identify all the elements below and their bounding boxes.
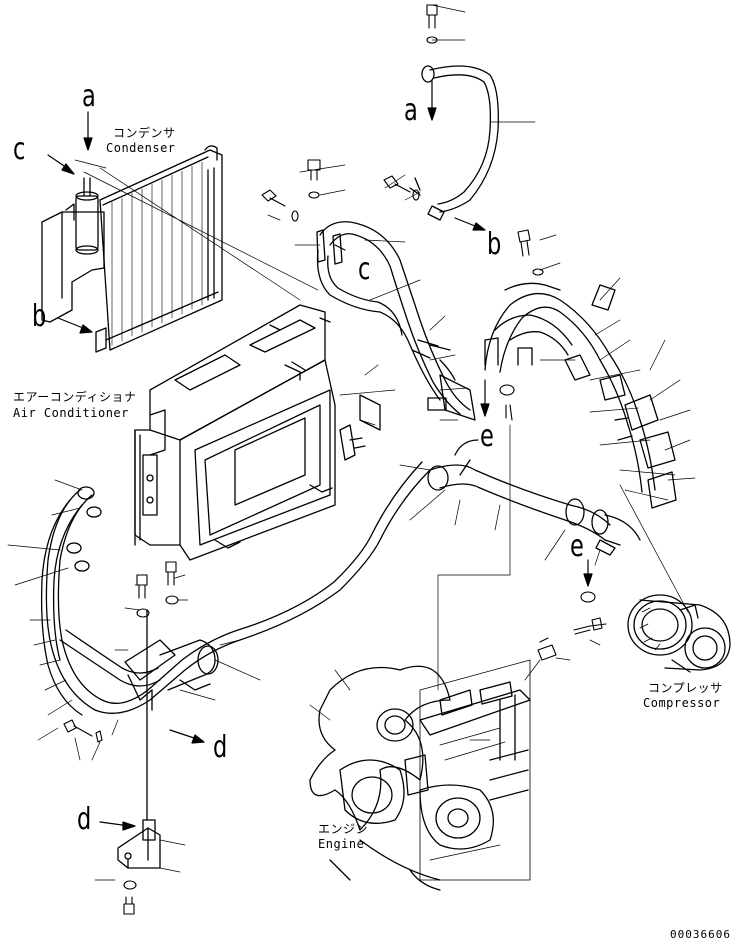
ref-letter-c: c — [358, 252, 371, 287]
engine-label-ja: エンジン — [318, 822, 369, 836]
ref-letter-e: e — [480, 419, 494, 454]
left-hose-assembly — [40, 461, 431, 716]
air-conditioner-label-ja: エアーコンディショナ — [13, 390, 137, 404]
condenser-label-ja: コンデンサ — [113, 126, 176, 140]
compressor-label-en: Compressor — [643, 696, 721, 710]
ref-letter-e: e — [570, 529, 584, 564]
ref-letter-b: b — [487, 227, 502, 262]
leader-lines — [7, 4, 696, 881]
engine-label-en: Engine — [318, 837, 365, 851]
top-hose-drawing — [409, 65, 499, 221]
ref-letter-b: b — [32, 299, 47, 334]
document-number: 00036606 — [670, 928, 731, 941]
reference-arrows — [47, 79, 593, 831]
upper-hose-assembly — [316, 221, 476, 421]
condenser-label-en: Condenser — [106, 141, 176, 155]
condenser-drawing — [41, 145, 223, 353]
ref-letter-a: a — [404, 93, 418, 128]
compressor-drawing — [627, 594, 731, 673]
engine-drawing — [309, 659, 531, 891]
ref-letter-d: d — [77, 802, 92, 837]
ref-letter-c: c — [13, 132, 26, 167]
ref-letter-d: d — [213, 730, 228, 765]
compressor-label-ja: コンプレッサ — [648, 681, 723, 695]
right-hose-assembly — [484, 282, 677, 509]
lower-center-hose — [427, 439, 641, 556]
air-conditioner-drawing — [134, 304, 381, 561]
ref-letter-a: a — [82, 79, 96, 114]
air-conditioner-label-en: Air Conditioner — [13, 406, 129, 420]
